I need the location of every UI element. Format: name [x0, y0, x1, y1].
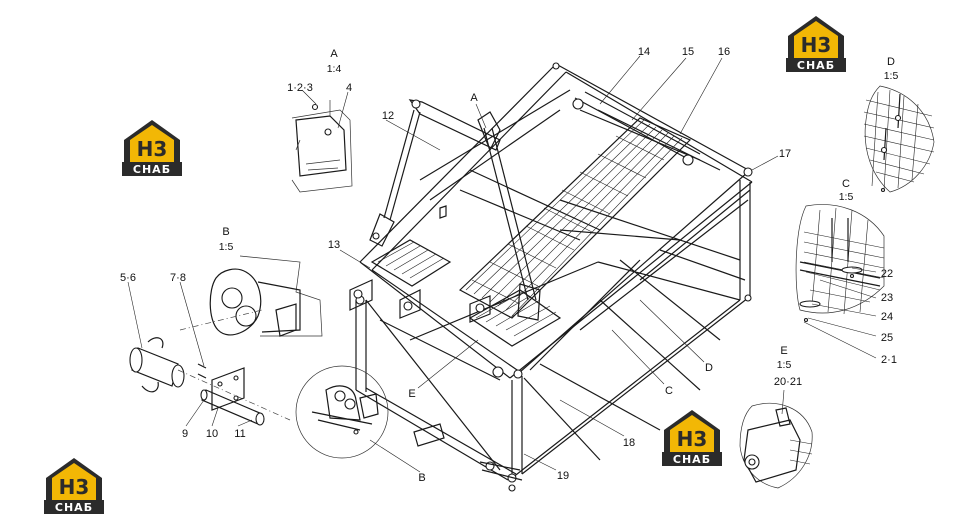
callout-25: 25 [881, 332, 893, 344]
detail-e: E 1:5 20·21 [739, 345, 813, 489]
callout-10: 10 [206, 428, 218, 440]
detail-a: A 1:4 1·2·3 4 [287, 48, 353, 193]
detail-b-circle [295, 365, 421, 473]
callout-12: 12 [382, 110, 394, 122]
ref-e: E [408, 388, 415, 400]
callout-20-21: 20·21 [774, 376, 802, 388]
ref-c: C [665, 385, 673, 397]
callout-17: 17 [779, 148, 791, 160]
detail-d-scale: 1:5 [884, 70, 899, 82]
callout-18: 18 [623, 437, 635, 449]
logo-text-top: Н3 [137, 137, 168, 161]
logo-text-top: Н3 [59, 475, 90, 499]
callout-14: 14 [638, 46, 650, 58]
callout-24: 24 [881, 311, 893, 323]
callout-5-6: 5·6 [120, 272, 136, 284]
callout-15: 15 [682, 46, 694, 58]
boom-section-frame [355, 62, 753, 483]
bottom-pins [479, 461, 523, 492]
walkway-grating [370, 117, 692, 347]
logo-bottom-left: Н3 СНАБ [44, 458, 104, 514]
detail-e-scale: 1:5 [777, 359, 792, 371]
callout-16: 16 [718, 46, 730, 58]
logo-text-bottom: СНАБ [673, 453, 711, 466]
house-logo-icon [44, 458, 104, 514]
logo-text-bottom: СНАБ [55, 501, 93, 514]
callout-22: 22 [881, 268, 893, 280]
detail-e-letter: E [780, 345, 787, 357]
detail-c: C 1:5 22 23 24 25 2·1 [795, 178, 897, 366]
detail-a-letter: A [330, 48, 338, 60]
house-logo-icon [122, 120, 182, 176]
callout-4: 4 [346, 82, 352, 94]
callout-2-1: 2·1 [881, 354, 897, 366]
logo-text-bottom: СНАБ [133, 163, 171, 176]
logo-left-upper: Н3 СНАБ [122, 120, 182, 176]
logo-center-bottom: Н3 СНАБ [662, 410, 722, 466]
logo-text-bottom: СНАБ [797, 59, 835, 72]
detail-c-letter: C [842, 178, 850, 190]
detail-b-letter: B [222, 226, 229, 238]
ref-a: A [470, 92, 478, 104]
callout-19: 19 [557, 470, 569, 482]
callout-9: 9 [182, 428, 188, 440]
house-logo-icon [786, 16, 846, 72]
main-callouts: 12 13 14 15 16 17 18 19 [328, 46, 791, 482]
callout-11: 11 [234, 428, 245, 440]
logo-top-right: Н3 СНАБ [786, 16, 846, 72]
detail-d-letter: D [887, 56, 895, 68]
callout-7-8: 7·8 [170, 272, 186, 284]
ref-d: D [705, 362, 713, 374]
house-logo-icon [662, 410, 722, 466]
callout-23: 23 [881, 292, 893, 304]
callout-13: 13 [328, 239, 340, 251]
left-equipment [349, 99, 541, 471]
ref-b: B [418, 472, 425, 484]
detail-b: B 1:5 5·6 7·8 9 10 11 [120, 226, 323, 440]
callout-1-2-3: 1·2·3 [287, 82, 313, 94]
logo-text-top: Н3 [677, 427, 708, 451]
detail-b-scale: 1:5 [219, 241, 234, 253]
logo-text-top: Н3 [801, 33, 832, 57]
detail-d: D 1:5 [863, 56, 935, 193]
detail-a-scale: 1:4 [327, 63, 342, 75]
detail-c-scale: 1:5 [839, 191, 854, 203]
